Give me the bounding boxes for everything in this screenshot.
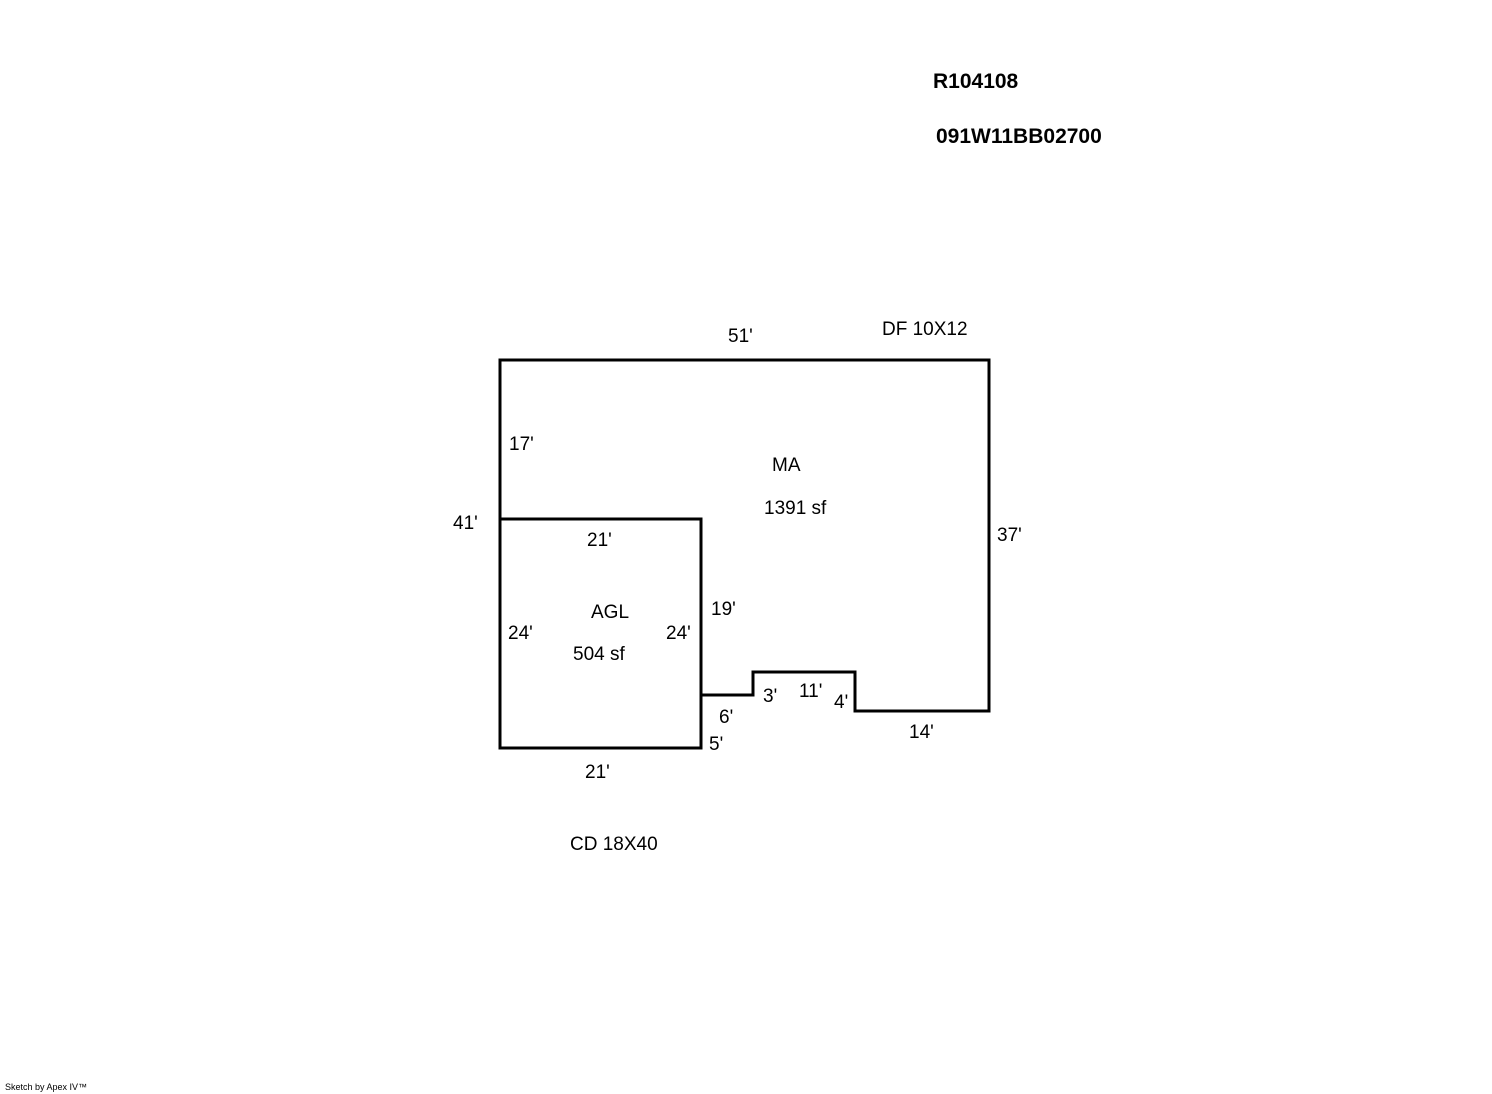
deck-top-label: DF 10X12	[882, 319, 968, 340]
dim-step: 6'	[719, 707, 734, 728]
main-area-outline	[498, 358, 991, 713]
main-area-code: MA	[772, 455, 801, 476]
dim-left-outer: 41'	[453, 513, 478, 534]
dim-notch-right: 4'	[834, 692, 849, 713]
dim-top: 51'	[728, 326, 753, 347]
garage-outline	[498, 517, 703, 750]
dim-garage-bottom: 21'	[585, 762, 610, 783]
dim-lower-jog: 5'	[709, 734, 724, 755]
dim-bottom-right: 14'	[909, 722, 934, 743]
dim-garage-right: 24'	[666, 623, 691, 644]
dim-inner-right: 19'	[711, 599, 736, 620]
dim-left-upper: 17'	[509, 434, 534, 455]
dim-garage-left: 24'	[508, 623, 533, 644]
garage-area-code: AGL	[591, 602, 630, 623]
dim-right: 37'	[997, 525, 1022, 546]
record-id: R104108	[933, 70, 1019, 93]
deck-bottom-label: CD 18X40	[570, 834, 658, 855]
dim-notch-top: 11'	[799, 681, 823, 702]
garage-area-size: 504 sf	[573, 644, 625, 665]
dim-notch-left: 3'	[763, 686, 778, 707]
sketch-credit: Sketch by Apex IV™	[5, 1082, 88, 1092]
dim-garage-top: 21'	[587, 530, 612, 551]
parcel-number: 091W11BB02700	[936, 125, 1102, 148]
main-area-size: 1391 sf	[764, 498, 827, 519]
